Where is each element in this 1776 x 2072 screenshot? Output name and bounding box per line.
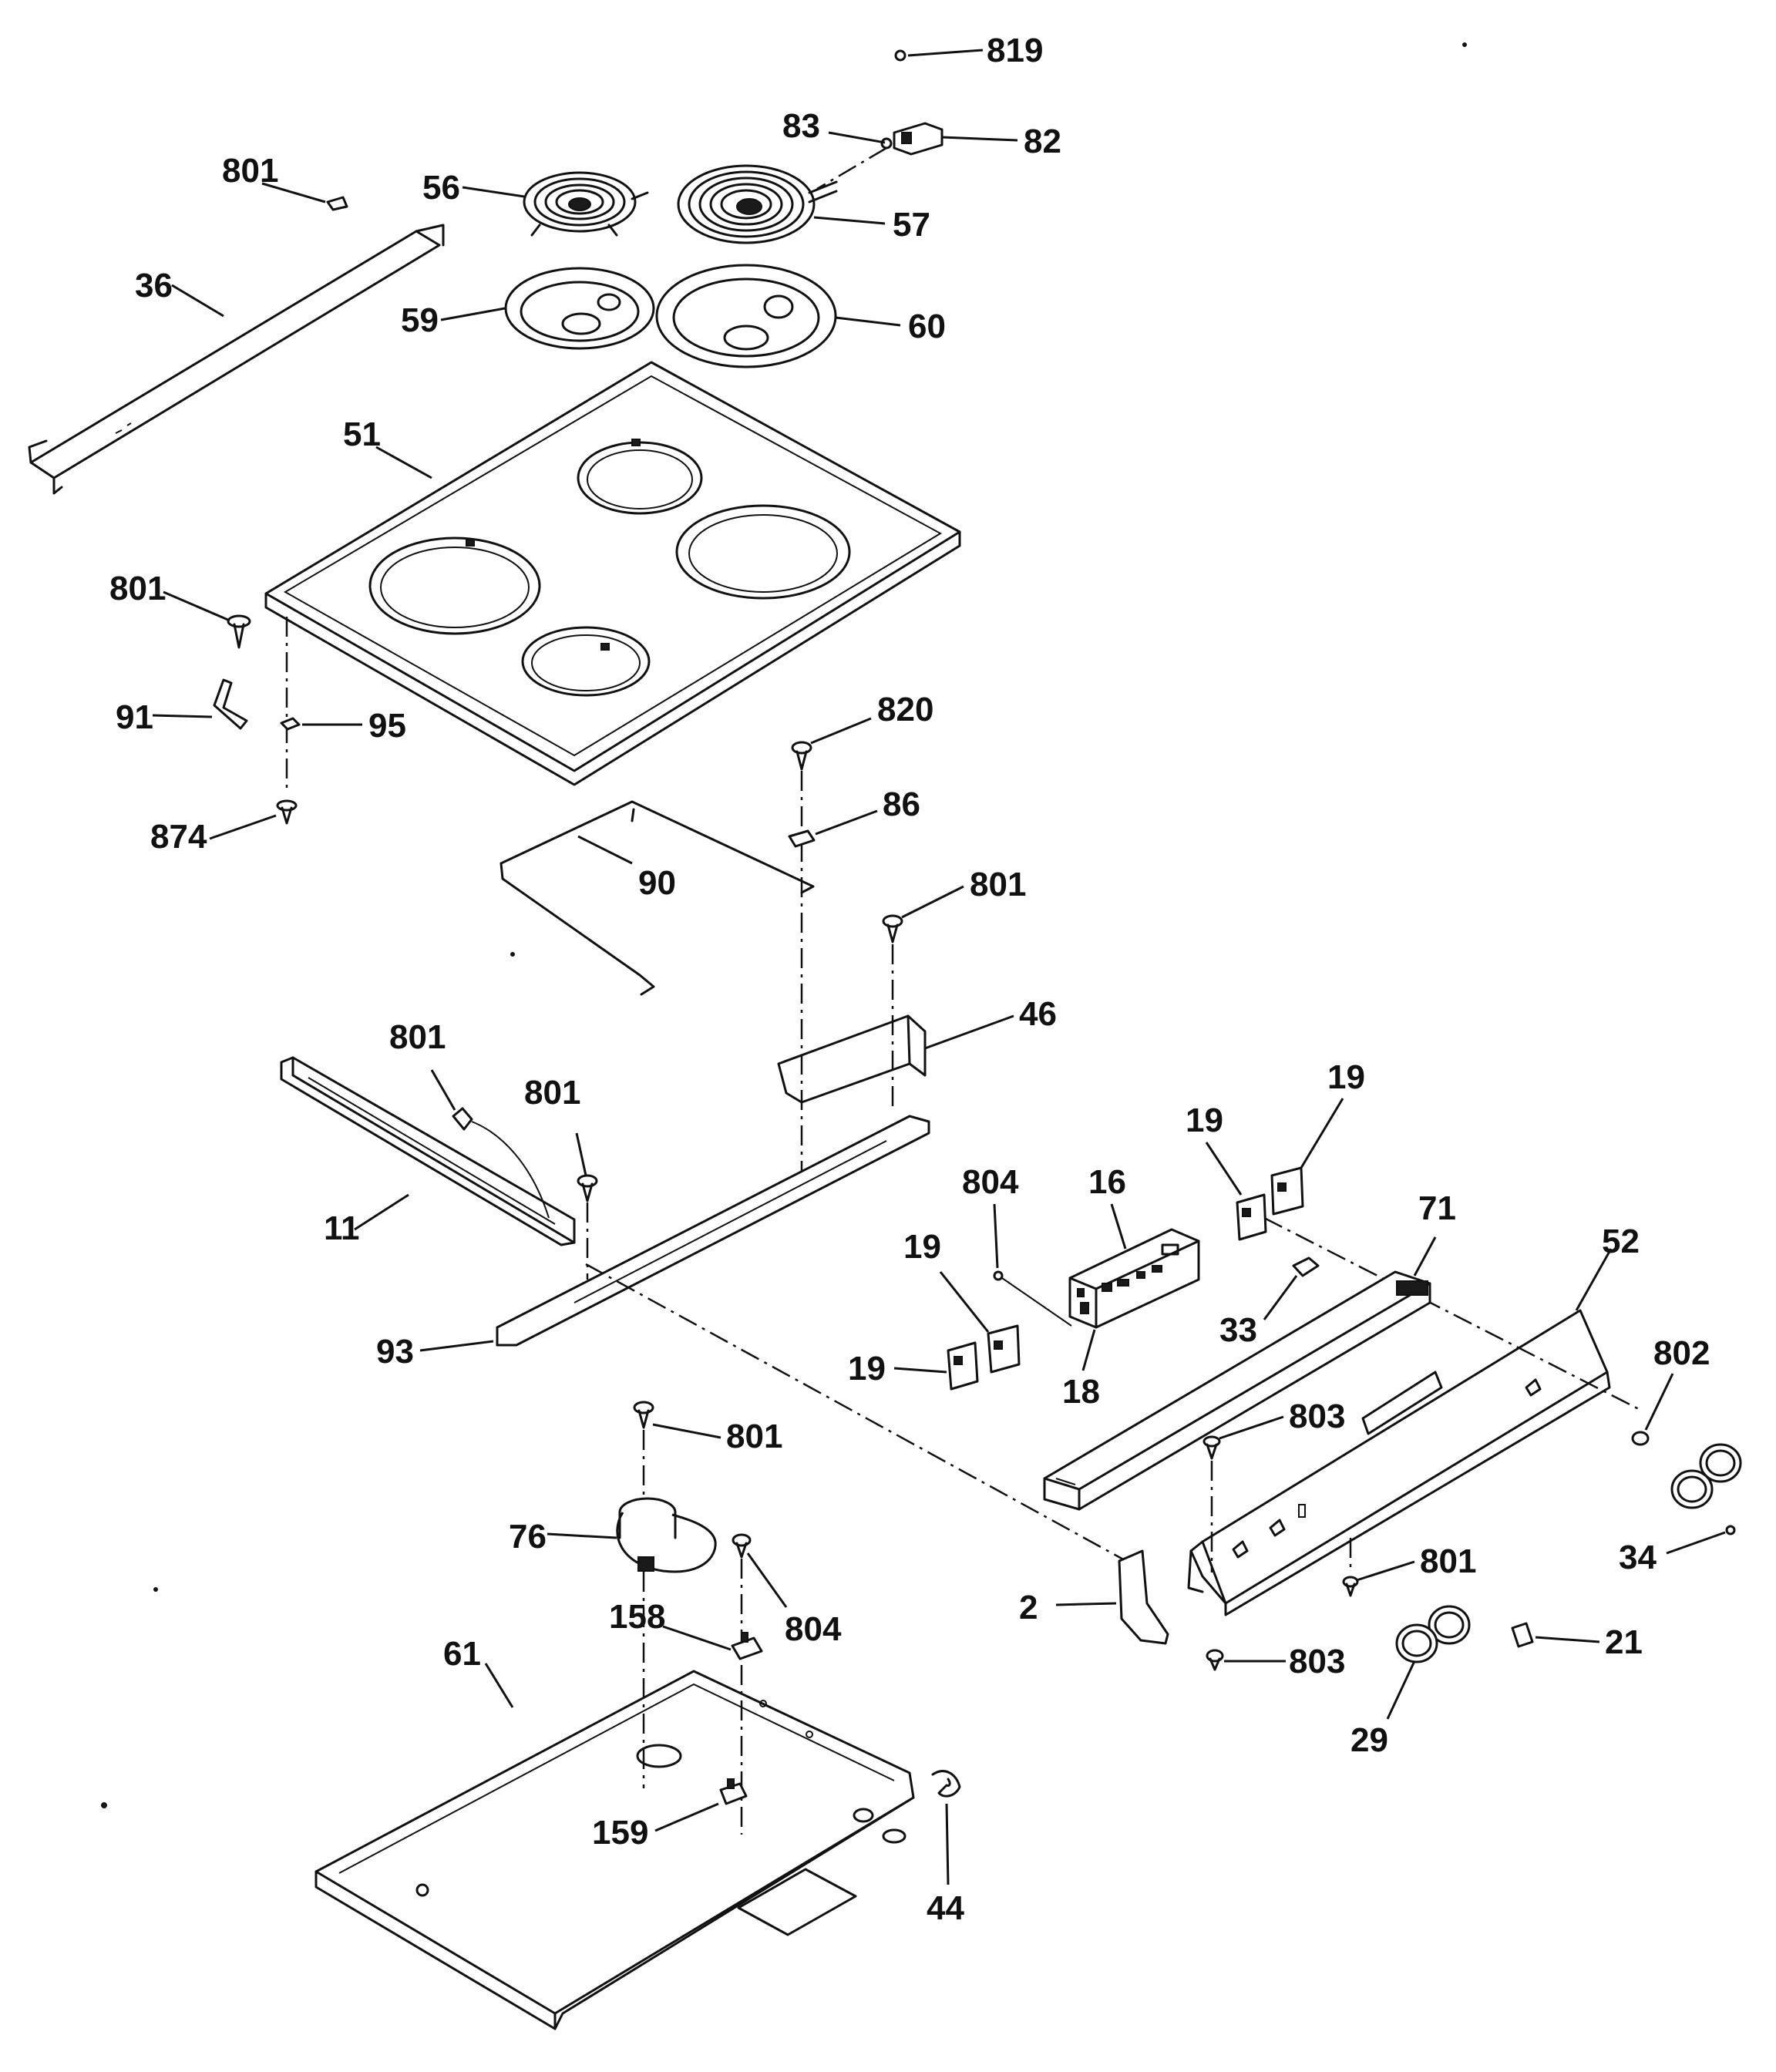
callout-76: 76 (509, 1518, 547, 1556)
screw-874 (209, 799, 298, 840)
callout-60: 60 (908, 308, 946, 345)
switch-19-lower-right (939, 1271, 1021, 1374)
callout-16: 16 (1088, 1163, 1126, 1201)
screw-801-lower (1342, 1538, 1415, 1597)
callout-91: 91 (116, 698, 153, 736)
drip-pan-60 (655, 264, 901, 368)
knob-29-pair (1386, 1605, 1471, 1720)
callout-801-trim: 801 (389, 1018, 446, 1056)
callout-801-lower: 801 (1420, 1542, 1476, 1580)
callout-29: 29 (1350, 1721, 1388, 1759)
screw-804-top (993, 1203, 1072, 1327)
screw-819 (894, 49, 984, 62)
surface-unit-56 (462, 171, 649, 237)
callout-801-bracket: 801 (970, 866, 1026, 903)
terminal-block-82 (816, 122, 1018, 190)
callout-51: 51 (343, 415, 381, 453)
screw-801-top (261, 182, 348, 211)
callout-874: 874 (150, 818, 207, 856)
surface-unit-57 (677, 164, 886, 244)
clip-86 (788, 809, 878, 848)
callout-95: 95 (368, 707, 406, 745)
switch-19-lower-left (893, 1341, 979, 1391)
screw-803-lower (1206, 1649, 1286, 1671)
knob-right-pair (1670, 1443, 1742, 1509)
callout-2: 2 (1019, 1589, 1038, 1626)
callout-33: 33 (1219, 1311, 1257, 1349)
callout-19-lower-right: 19 (903, 1228, 941, 1266)
callout-57: 57 (893, 206, 930, 244)
callout-804-lower: 804 (785, 1610, 842, 1648)
callout-18: 18 (1062, 1373, 1100, 1411)
callout-61: 61 (443, 1635, 481, 1673)
part-34 (1666, 1525, 1736, 1555)
screw-801-blower (633, 1401, 722, 1788)
callout-59: 59 (401, 301, 439, 339)
callout-44: 44 (927, 1889, 964, 1927)
backguard-52 (1187, 1248, 1613, 1616)
callout-82: 82 (1024, 123, 1061, 160)
screw-802 (1631, 1373, 1674, 1446)
callout-11: 11 (324, 1209, 360, 1247)
callout-93: 93 (376, 1333, 414, 1371)
screw-801-bracket (882, 885, 964, 1110)
rod-90 (500, 800, 815, 996)
callout-56: 56 (422, 169, 460, 207)
callout-19-upper-right: 19 (1327, 1058, 1365, 1096)
screw-801-left (163, 590, 251, 649)
screw-801-trim (430, 1069, 550, 1219)
switch-19-upper-right (1270, 1098, 1344, 1216)
rail-93 (419, 1115, 930, 1352)
part-33 (1263, 1256, 1320, 1320)
callout-83: 83 (782, 107, 820, 145)
part-21 (1511, 1622, 1600, 1648)
callout-801-blower: 801 (726, 1418, 782, 1455)
panel-71 (1043, 1236, 1437, 1511)
callout-21: 21 (1605, 1623, 1643, 1661)
callout-820: 820 (877, 691, 933, 728)
callout-19-lower-left: 19 (848, 1350, 886, 1388)
callout-19-upper-left: 19 (1186, 1102, 1223, 1139)
part-159 (654, 1778, 748, 1832)
callout-159: 159 (592, 1814, 648, 1852)
callout-801-top: 801 (222, 152, 278, 190)
bottom-panel-61 (314, 1663, 915, 2030)
callout-802: 802 (1653, 1334, 1710, 1372)
callout-158: 158 (609, 1598, 665, 1636)
switch-19-upper-left (1205, 1142, 1267, 1241)
clip-95 (280, 617, 362, 794)
callout-801-left: 801 (109, 570, 166, 607)
screw-801-rail (575, 1132, 598, 1280)
control-board-16 (1068, 1203, 1200, 1371)
part-158 (662, 1625, 763, 1660)
blower-76 (547, 1497, 717, 1573)
alignment-line (585, 1216, 1643, 1566)
callout-36: 36 (135, 267, 173, 304)
screw-803-upper (1202, 1415, 1284, 1572)
cooktop-51 (264, 361, 961, 786)
callout-819: 819 (987, 32, 1043, 69)
callout-803-lower: 803 (1289, 1643, 1345, 1680)
callout-803-upper: 803 (1289, 1398, 1345, 1435)
bracket-2 (1055, 1549, 1169, 1645)
callout-52: 52 (1602, 1223, 1640, 1260)
callout-34: 34 (1619, 1539, 1657, 1576)
clip-44 (931, 1770, 961, 1885)
bracket-91 (152, 678, 248, 730)
callout-86: 86 (883, 785, 920, 823)
bracket-46 (777, 1014, 1014, 1104)
drip-pan-59 (440, 267, 655, 350)
side-trim-11 (280, 1056, 576, 1246)
callout-90: 90 (638, 864, 676, 902)
back-trim-36 (28, 224, 445, 495)
callout-71: 71 (1418, 1189, 1456, 1227)
callout-804-top: 804 (962, 1163, 1019, 1201)
screw-820 (791, 717, 872, 1172)
callout-801-rail: 801 (524, 1074, 580, 1112)
callout-46: 46 (1019, 995, 1057, 1033)
